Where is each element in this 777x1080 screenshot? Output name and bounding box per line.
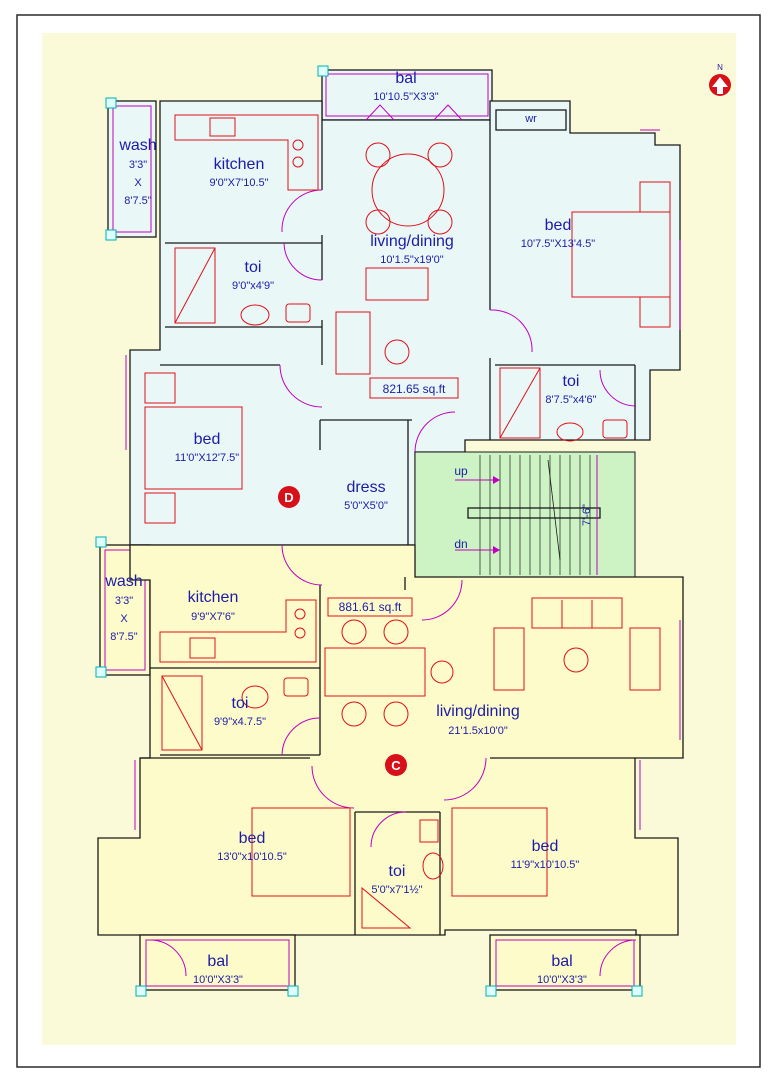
lower-bed-left-label: bed bbox=[239, 830, 266, 847]
lower-living-dim: 21'1.5x10'0" bbox=[448, 725, 508, 737]
lower-area-box bbox=[327, 597, 413, 617]
window-markers bbox=[125, 129, 681, 830]
lower-toi-mid-label: toi bbox=[389, 863, 406, 880]
lower-bal-left-dim: 10'0"X3'3" bbox=[193, 974, 243, 986]
unit-d-marker bbox=[278, 486, 300, 508]
lower-wash-dim-b: 8'7.5" bbox=[110, 631, 138, 643]
lower-kitchen-dim: 9'9"X7'6" bbox=[191, 611, 235, 623]
upper-bed-left-label: bed bbox=[194, 431, 221, 448]
upper-unit bbox=[105, 65, 681, 546]
lower-toi-top-dim: 9'9"x4.7.5" bbox=[214, 716, 266, 728]
upper-wash-dim-x: X bbox=[134, 177, 142, 189]
unit-c-marker-label: C bbox=[391, 758, 401, 773]
stair-dim: 7'-6" bbox=[581, 504, 593, 526]
lower-wash-dim-a: 3'3" bbox=[115, 595, 133, 607]
upper-living-dim: 10'1.5"x19'0" bbox=[380, 254, 443, 266]
upper-toi-left-dim: 9'0"x4'9" bbox=[232, 280, 274, 292]
upper-area-box bbox=[369, 377, 459, 399]
lower-bal-right-label: bal bbox=[551, 953, 572, 970]
lower-wash-dim-x: X bbox=[120, 613, 128, 625]
lower-living-label: living/dining bbox=[436, 703, 520, 720]
upper-wash-dim-b: 8'7.5" bbox=[124, 195, 152, 207]
unit-c-marker bbox=[385, 754, 407, 776]
lower-bed-left-dim: 13'0"x10'10.5" bbox=[217, 851, 287, 863]
upper-bed-right-label: bed bbox=[545, 217, 572, 234]
upper-wr-label: wr bbox=[524, 113, 537, 125]
upper-area-label: 821.65 sq.ft bbox=[383, 382, 446, 396]
lower-unit bbox=[95, 536, 684, 997]
stair-up-label: up bbox=[454, 464, 468, 478]
unit-d-marker-label: D bbox=[284, 490, 293, 505]
north-arrow-icon-label: N bbox=[717, 63, 723, 72]
lower-wash-label: wash bbox=[104, 573, 142, 590]
lower-area-label: 881.61 sq.ft bbox=[339, 600, 402, 614]
upper-kitchen-dim: 9'0"X7'10.5" bbox=[209, 177, 268, 189]
lower-bed-right-label: bed bbox=[532, 838, 559, 855]
lower-toi-mid-dim: 5'0"x7'1½" bbox=[371, 884, 422, 896]
upper-living-label: living/dining bbox=[370, 233, 454, 250]
upper-wash-label: wash bbox=[118, 137, 156, 154]
lower-bal-right-dim: 10'0"X3'3" bbox=[537, 974, 587, 986]
upper-toi-left-label: toi bbox=[245, 259, 262, 276]
lower-bed-right-dim: 11'9"x10'10.5" bbox=[511, 859, 580, 871]
lower-kitchen-label: kitchen bbox=[188, 589, 239, 606]
upper-wash-dim-a: 3'3" bbox=[129, 159, 147, 171]
upper-kitchen-label: kitchen bbox=[214, 156, 265, 173]
upper-dress-label: dress bbox=[346, 479, 385, 496]
lower-toi-top-label: toi bbox=[232, 695, 249, 712]
lower-bal-left-label: bal bbox=[207, 953, 228, 970]
upper-bed-right-dim: 10'7.5"X13'4.5" bbox=[521, 238, 595, 250]
upper-bal-label: bal bbox=[395, 70, 416, 87]
north-arrow bbox=[709, 74, 731, 96]
stair-dn-label: dn bbox=[454, 537, 467, 551]
upper-bal-dim: 10'10.5"X3'3" bbox=[373, 91, 438, 103]
upper-bed-left-dim: 11'0"X12'7.5" bbox=[175, 452, 240, 464]
staircase bbox=[414, 451, 636, 578]
upper-toi-right-dim: 8'7.5"x4'6" bbox=[545, 394, 596, 406]
upper-dress-dim: 5'0"X5'0" bbox=[344, 500, 388, 512]
upper-toi-right-label: toi bbox=[563, 373, 580, 390]
